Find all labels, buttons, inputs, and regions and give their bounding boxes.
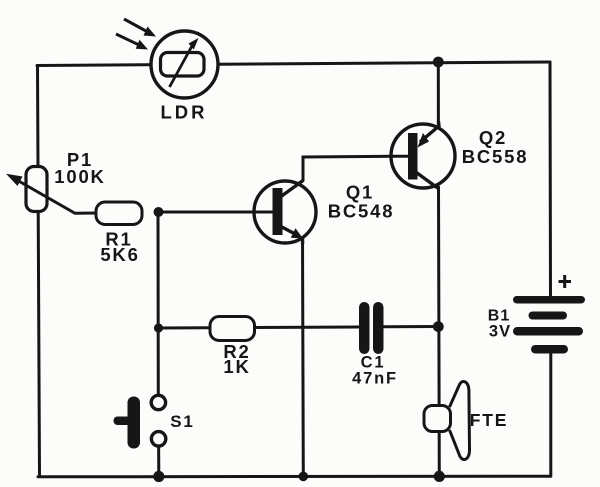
svg-text:47nF: 47nF (352, 370, 398, 388)
svg-text:LDR: LDR (160, 102, 207, 123)
svg-text:BC558: BC558 (462, 146, 529, 167)
svg-text:R1: R1 (105, 229, 132, 250)
svg-text:Q2: Q2 (479, 127, 507, 148)
svg-text:P1: P1 (67, 149, 93, 170)
svg-text:Q1: Q1 (346, 182, 374, 203)
svg-text:C1: C1 (361, 354, 386, 372)
svg-text:100K: 100K (54, 166, 105, 187)
svg-text:B1: B1 (488, 308, 510, 325)
svg-text:S1: S1 (170, 412, 194, 431)
svg-text:BC548: BC548 (328, 201, 395, 222)
svg-text:1K: 1K (223, 356, 250, 377)
svg-text:3V: 3V (489, 323, 511, 341)
svg-text:FTE: FTE (470, 410, 508, 430)
svg-text:R2: R2 (223, 341, 250, 362)
svg-text:5K6: 5K6 (100, 244, 139, 265)
